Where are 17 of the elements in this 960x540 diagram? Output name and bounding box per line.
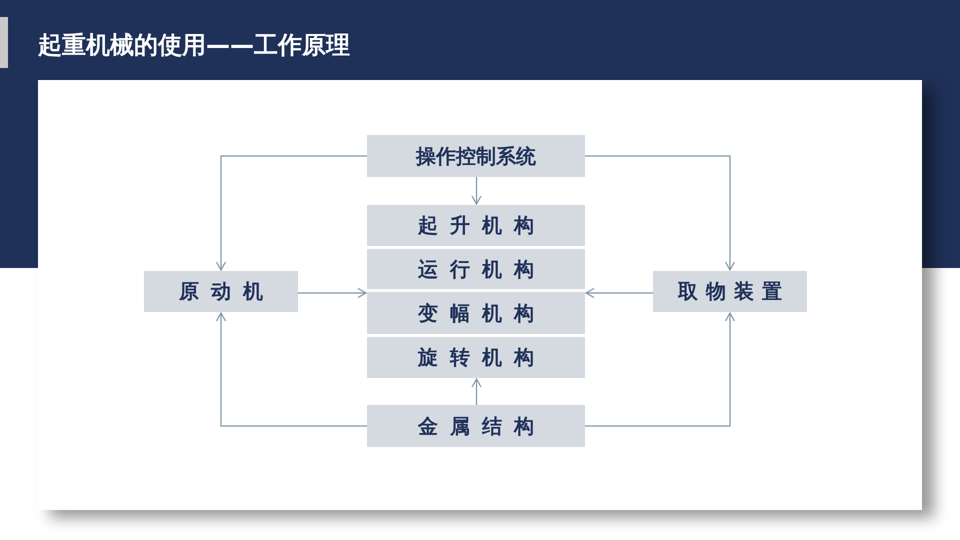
arrow [216,155,367,271]
arrow [585,288,653,298]
process-box: 金属结构 [367,405,585,447]
arrow [298,288,367,298]
process-box: 变幅机构 [367,292,585,334]
arrow [585,312,736,427]
process-box: 起升机构 [367,205,585,246]
arrow [471,177,482,205]
process-box: 取物装置 [653,271,807,312]
arrow [585,155,736,271]
arrow [471,378,482,405]
arrow [216,312,367,427]
process-box: 运行机构 [367,249,585,289]
title: 起重机械的使用——工作原理 [38,30,350,61]
process-box: 旋转机构 [367,337,585,378]
process-box: 操作控制系统 [367,135,585,177]
process-box: 原动机 [144,271,298,312]
